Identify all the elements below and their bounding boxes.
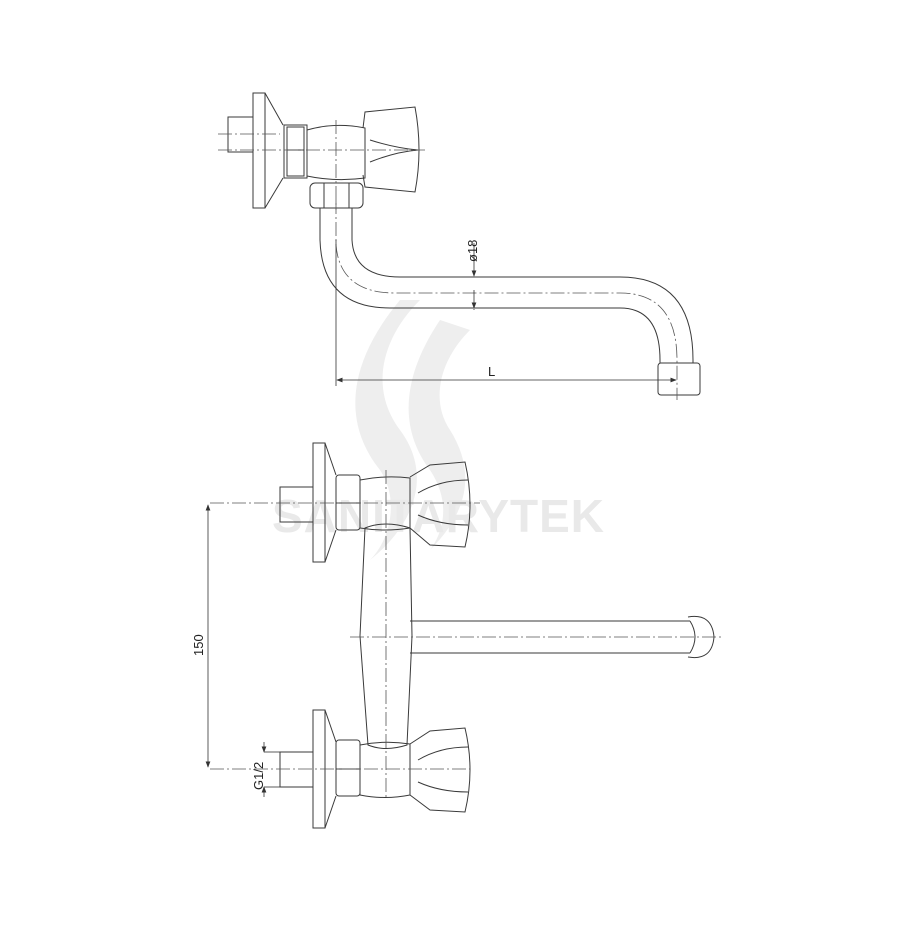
centerlines-front [210, 470, 722, 800]
watermark-text: SANITARYTEK [272, 490, 605, 542]
valve-body [306, 124, 366, 181]
top-view: ø18 L [218, 92, 701, 400]
dimension-diameter: ø18 [465, 240, 480, 310]
centerlines-top [218, 120, 425, 210]
diameter-label: ø18 [465, 240, 480, 262]
front-view: 150 G1/2 [191, 442, 722, 829]
length-label: L [488, 364, 495, 379]
front-spout [410, 615, 715, 659]
wall-flange [227, 92, 284, 209]
mixer-body [359, 523, 413, 749]
dimension-spacing: 150 [191, 504, 211, 768]
lower-handle-icon [409, 727, 471, 813]
swivel-spout [319, 200, 701, 400]
dimension-thread: G1/2 [251, 742, 280, 797]
spout-union-nut [309, 182, 364, 209]
spacing-label: 150 [191, 634, 206, 656]
handle-icon [362, 106, 420, 193]
upper-handle-icon [409, 461, 471, 548]
dimension-length: L [335, 240, 677, 386]
thread-label: G1/2 [251, 762, 266, 790]
hex-nut [283, 124, 308, 179]
watermark-logo: SANITARYTEK [272, 300, 605, 560]
